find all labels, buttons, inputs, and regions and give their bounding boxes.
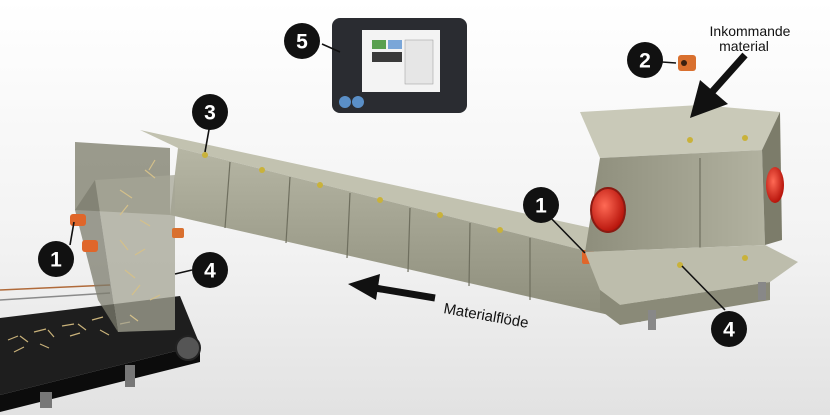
svg-text:2: 2 (639, 50, 651, 73)
svg-text:3: 3 (204, 102, 216, 125)
svg-text:1: 1 (50, 249, 62, 272)
callout-4-right: 4 (711, 311, 747, 347)
callout-1-left: 1 (38, 241, 74, 277)
incoming-label-line1: Inkommande (710, 23, 791, 39)
sensor-icon (678, 55, 696, 71)
callout-1-right: 1 (523, 187, 559, 223)
svg-text:5: 5 (296, 31, 308, 54)
svg-text:4: 4 (204, 260, 216, 283)
callout-4-left: 4 (192, 252, 228, 288)
callout-5: 5 (284, 23, 320, 59)
left-arrow-icon (348, 274, 436, 302)
callout-3: 3 (192, 94, 228, 130)
shredder-machine (580, 105, 798, 330)
callout-2: 2 (627, 42, 663, 78)
sensor-left (70, 214, 184, 252)
svg-text:4: 4 (723, 319, 735, 342)
control-panel (332, 18, 467, 113)
down-left-arrow-icon (690, 52, 748, 118)
svg-text:1: 1 (535, 195, 547, 218)
incoming-label-line2: material (719, 38, 769, 54)
